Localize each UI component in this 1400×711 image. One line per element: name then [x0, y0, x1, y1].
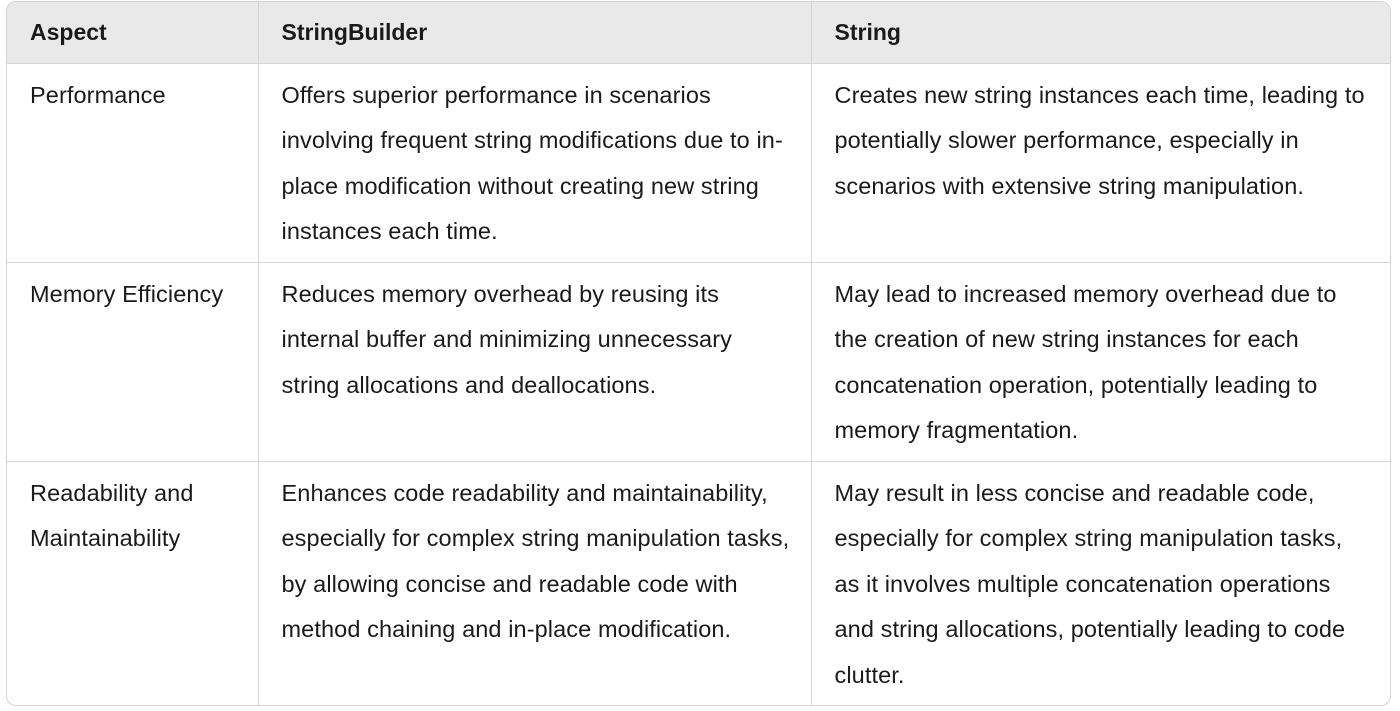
table-row: Performance Offers superior performance …	[7, 63, 1390, 263]
cell-aspect: Memory Efficiency	[7, 262, 259, 462]
cell-string: Creates new string instances each time, …	[811, 63, 1390, 263]
comparison-table: Aspect StringBuilder String Performance …	[7, 2, 1390, 705]
cell-string: May lead to increased memory overhead du…	[811, 262, 1390, 462]
header-aspect: Aspect	[7, 2, 259, 64]
table-header: Aspect StringBuilder String	[7, 2, 1390, 64]
header-row: Aspect StringBuilder String	[7, 2, 1390, 64]
cell-string: May result in less concise and readable …	[834, 479, 1346, 688]
table-body: Performance Offers superior performance …	[7, 63, 1390, 705]
table-row: Readability and Maintainability Enhances…	[7, 461, 1390, 705]
cell-stringbuilder: Offers superior performance in scenarios…	[258, 63, 812, 263]
cell-aspect: Performance	[7, 63, 259, 263]
cell-stringbuilder: Reduces memory overhead by reusing its i…	[258, 262, 812, 462]
header-string: String	[811, 2, 1390, 64]
table-row: Memory Efficiency Reduces memory overhea…	[7, 262, 1390, 462]
header-stringbuilder: StringBuilder	[258, 2, 812, 64]
comparison-table-container: Aspect StringBuilder String Performance …	[6, 1, 1391, 706]
cell-stringbuilder: Enhances code readability and maintainab…	[258, 461, 812, 705]
cell-aspect: Readability and Maintainability	[7, 461, 259, 705]
